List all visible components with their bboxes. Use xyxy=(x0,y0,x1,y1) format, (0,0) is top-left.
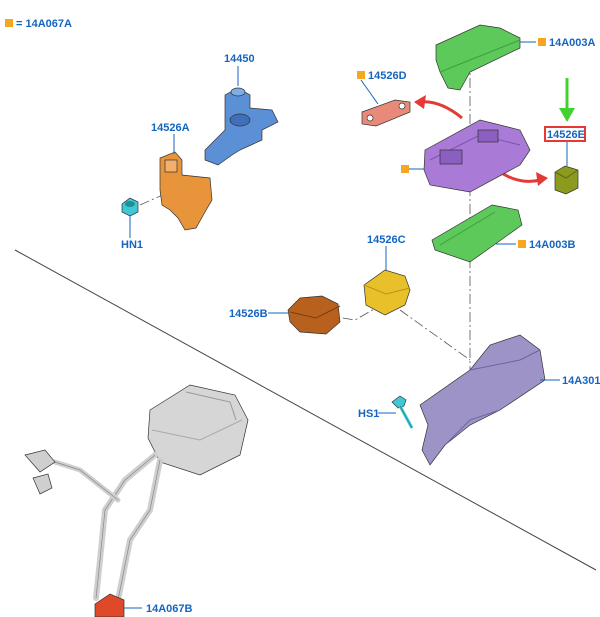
label-14A301: 14A301 xyxy=(562,375,600,387)
part-14A003A[interactable] xyxy=(435,24,521,91)
part-14526D[interactable] xyxy=(361,99,411,127)
legend-text: = 14A067A xyxy=(16,18,72,30)
part-14526E[interactable] xyxy=(554,165,579,195)
arrow-head-14526D xyxy=(414,95,426,109)
part-HS1[interactable] xyxy=(391,395,414,429)
part-14526A[interactable] xyxy=(159,151,213,231)
part-14A003B[interactable] xyxy=(431,204,523,263)
part-14526B[interactable] xyxy=(287,295,341,335)
label-HS1: HS1 xyxy=(358,408,379,420)
label-14526C: 14526C xyxy=(367,234,406,246)
arrow-to-14526D xyxy=(419,100,463,120)
arrow-to-14526E xyxy=(499,170,541,183)
part-14526C[interactable] xyxy=(363,269,411,316)
leader-14526D xyxy=(360,79,379,105)
part-14450[interactable] xyxy=(204,87,279,166)
label-HN1: HN1 xyxy=(121,239,143,251)
marker-14526D xyxy=(357,71,365,79)
label-14526E: 14526E xyxy=(547,129,585,141)
label-14526B: 14526B xyxy=(229,308,268,320)
label-14450: 14450 xyxy=(224,53,255,65)
label-14A003A: 14A003A xyxy=(549,37,596,49)
label-14526D: 14526D xyxy=(368,70,407,82)
marker-14A003A xyxy=(538,38,546,46)
label-14526A: 14526A xyxy=(151,122,190,134)
legend-marker xyxy=(5,19,13,27)
label-14A003B: 14A003B xyxy=(529,239,576,251)
wiring-harness xyxy=(24,384,249,603)
arrow-head-14526E xyxy=(536,172,548,186)
divider-line xyxy=(14,249,597,571)
arrow-green-head xyxy=(559,108,575,122)
part-HN1[interactable] xyxy=(121,197,139,217)
part-14A301[interactable] xyxy=(419,334,546,466)
marker-main-module xyxy=(401,165,409,173)
highlight-box-14526E xyxy=(544,126,586,142)
marker-14A003B xyxy=(518,240,526,248)
label-14A067B: 14A067B xyxy=(146,603,193,615)
centerline-14526C-14A301 xyxy=(399,309,471,361)
part-main-module[interactable] xyxy=(423,119,531,193)
